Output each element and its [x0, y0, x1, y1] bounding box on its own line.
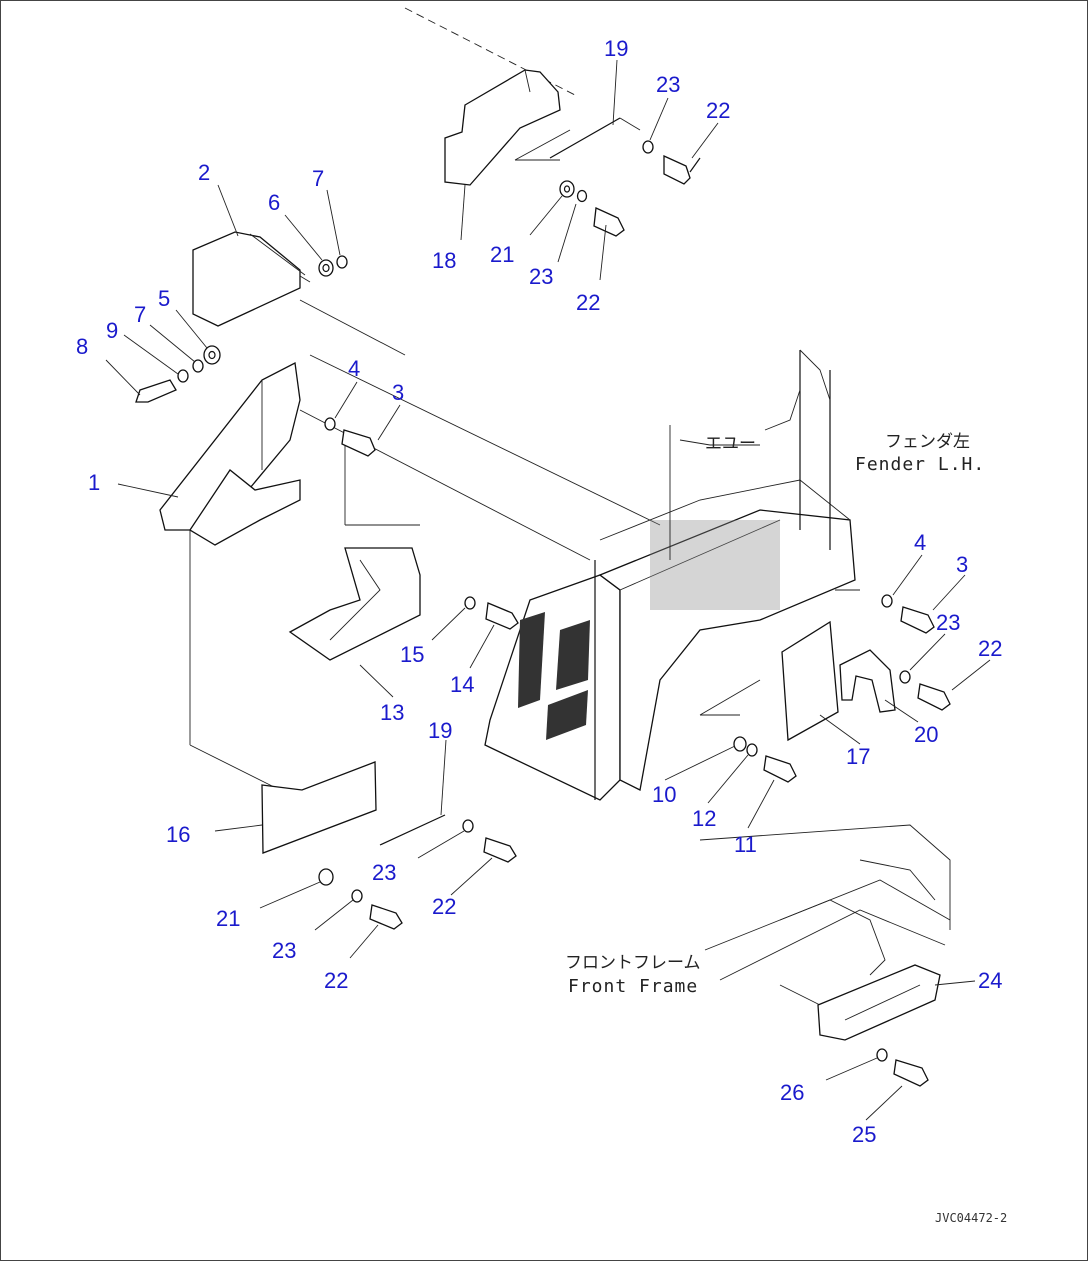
- frame-label-en: Front Frame: [568, 976, 698, 997]
- callout-3: 3: [392, 380, 404, 405]
- hose-label-jp: エユー: [705, 434, 756, 454]
- washer-23-top-b: [576, 189, 588, 203]
- fender-lh-body: [484, 349, 860, 801]
- washer-26: [876, 1048, 888, 1062]
- callout-22: 22: [324, 968, 348, 993]
- callout-3: 3: [956, 552, 968, 577]
- callout-20: 20: [914, 722, 938, 747]
- callout-2: 2: [198, 160, 210, 185]
- callout-24: 24: [978, 968, 1002, 993]
- part-16-lower-plate: [261, 761, 377, 854]
- callout-22: 22: [706, 98, 730, 123]
- fender-label-jp: フェンダ左: [885, 432, 970, 452]
- callout-1: 1: [88, 470, 100, 495]
- washer-10: [733, 736, 747, 752]
- washer-15: [464, 596, 476, 610]
- washer-9: [177, 369, 189, 383]
- callout-11: 11: [734, 832, 757, 857]
- callout-10: 10: [652, 782, 676, 807]
- washer-23-right: [899, 670, 911, 684]
- part-18-cover-plate: [444, 69, 561, 186]
- bolt-25: [893, 1059, 929, 1087]
- bolt-22-bottom-b: [369, 904, 403, 930]
- drawing-code: JVC04472-2: [935, 1211, 1007, 1225]
- callout-23: 23: [529, 264, 553, 289]
- washer-21-top: [559, 180, 575, 198]
- callout-7: 7: [312, 166, 324, 191]
- callout-17: 17: [846, 744, 870, 769]
- part-24-bracket: [817, 964, 941, 1041]
- callout-14: 14: [450, 672, 474, 697]
- part-13-bracket: [288, 547, 421, 661]
- bolt-8: [135, 379, 177, 403]
- part-20-bracket: [839, 649, 896, 713]
- callout-4: 4: [914, 530, 926, 555]
- callout-23: 23: [372, 860, 396, 885]
- nut-6: [318, 259, 334, 277]
- frame-label-jp: フロントフレーム: [565, 953, 701, 973]
- callouts: 19 23 22 2 6 7 18 21 23 22 8 9 7 5 4 3 1…: [76, 36, 1002, 1147]
- callout-5: 5: [158, 286, 170, 311]
- bolt-3-upper: [341, 429, 376, 457]
- callout-23: 23: [656, 72, 680, 97]
- front-frame: [699, 824, 951, 981]
- bolt-14: [485, 602, 519, 630]
- bolt-22-top-b: [593, 207, 625, 237]
- washer-23-bottom-b: [351, 889, 363, 903]
- callout-19: 19: [428, 718, 452, 743]
- washer-23-top: [642, 140, 654, 154]
- bolt-22-bottom: [483, 837, 517, 863]
- leader-lines: [105, 59, 991, 1121]
- callout-15: 15: [400, 642, 424, 667]
- callout-22: 22: [576, 290, 600, 315]
- bolt-22-top: [663, 154, 701, 185]
- washer-7-lower: [192, 359, 204, 373]
- washer-12: [746, 743, 758, 757]
- callout-12: 12: [692, 806, 716, 831]
- washer-21-bottom: [318, 868, 334, 886]
- callout-26: 26: [780, 1080, 804, 1105]
- part-19-rod-bottom: [379, 814, 446, 846]
- fender-label-en: Fender L.H.: [855, 454, 985, 475]
- part-17-plate: [781, 620, 839, 742]
- washer-4-right: [881, 594, 893, 608]
- part-19-rod-top: [549, 117, 641, 159]
- washer-7-upper: [336, 255, 348, 269]
- callout-23: 23: [272, 938, 296, 963]
- washer-23-bottom: [462, 819, 474, 833]
- part-2-bracket: [192, 231, 311, 327]
- callout-22: 22: [432, 894, 456, 919]
- callout-4: 4: [348, 356, 360, 381]
- callout-16: 16: [166, 822, 190, 847]
- bolt-22-right: [917, 683, 951, 711]
- callout-25: 25: [852, 1122, 876, 1147]
- callout-6: 6: [268, 190, 280, 215]
- callout-9: 9: [106, 318, 118, 343]
- callout-7: 7: [134, 302, 146, 327]
- callout-21: 21: [216, 906, 240, 931]
- callout-19: 19: [604, 36, 628, 61]
- callout-21: 21: [490, 242, 514, 267]
- callout-8: 8: [76, 334, 88, 359]
- washer-4-upper: [324, 417, 336, 431]
- callout-18: 18: [432, 248, 456, 273]
- callout-23: 23: [936, 610, 960, 635]
- bolt-3-right: [900, 606, 935, 634]
- callout-22: 22: [978, 636, 1002, 661]
- callout-13: 13: [380, 700, 404, 725]
- nut-5: [203, 345, 221, 365]
- part-1-fender-guard: [159, 362, 301, 546]
- bolt-11: [763, 755, 797, 783]
